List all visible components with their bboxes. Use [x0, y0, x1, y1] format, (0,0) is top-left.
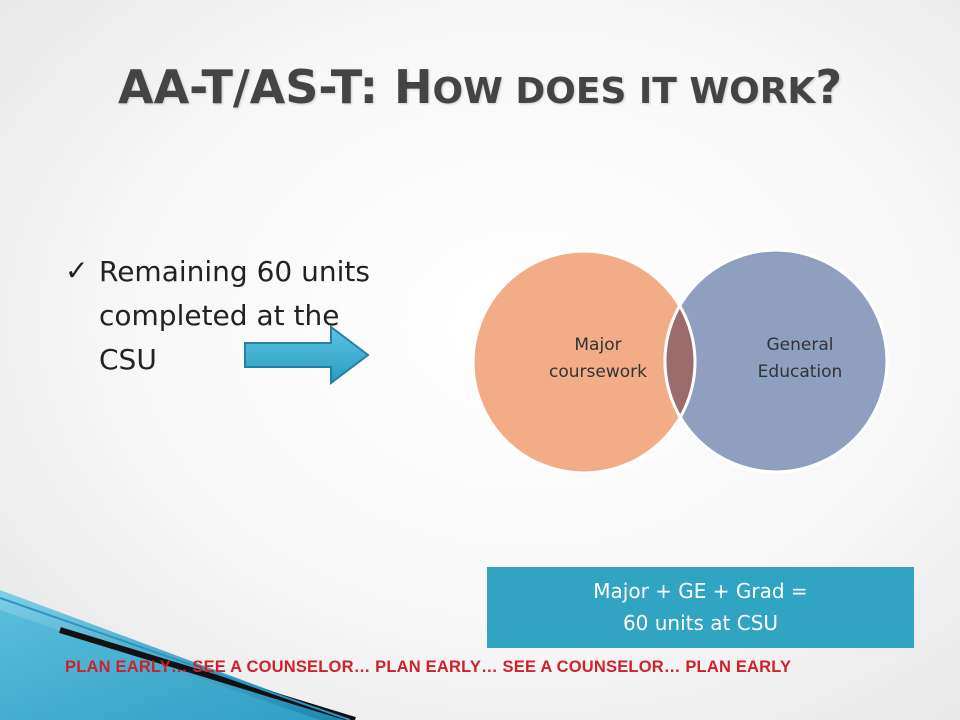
footer-banner: PLAN EARLY… SEE A COUNSELOR… PLAN EARLY…… [65, 658, 792, 676]
venn-label-major-2: coursework [549, 362, 647, 382]
slide-title: AA-T/AS-T: HOW DOES IT WORK? [117, 60, 843, 114]
bullet-item: ✓ Remaining 60 units completed at the CS… [65, 250, 415, 382]
summary-box: Major + GE + Grad = 60 units at CSU [487, 567, 914, 648]
summary-line-1: Major + GE + Grad = [593, 579, 808, 603]
checkmark-icon: ✓ [65, 255, 89, 286]
venn-label-major-1: Major [574, 335, 621, 355]
right-arrow-icon [244, 325, 370, 385]
summary-line-2: 60 units at CSU [622, 611, 779, 635]
venn-diagram: Major coursework General Education [471, 248, 889, 475]
venn-label-ge-2: Education [758, 362, 843, 382]
venn-label-ge-1: General [767, 335, 834, 355]
bullet-text: Remaining 60 units completed at the CSU [99, 255, 370, 376]
